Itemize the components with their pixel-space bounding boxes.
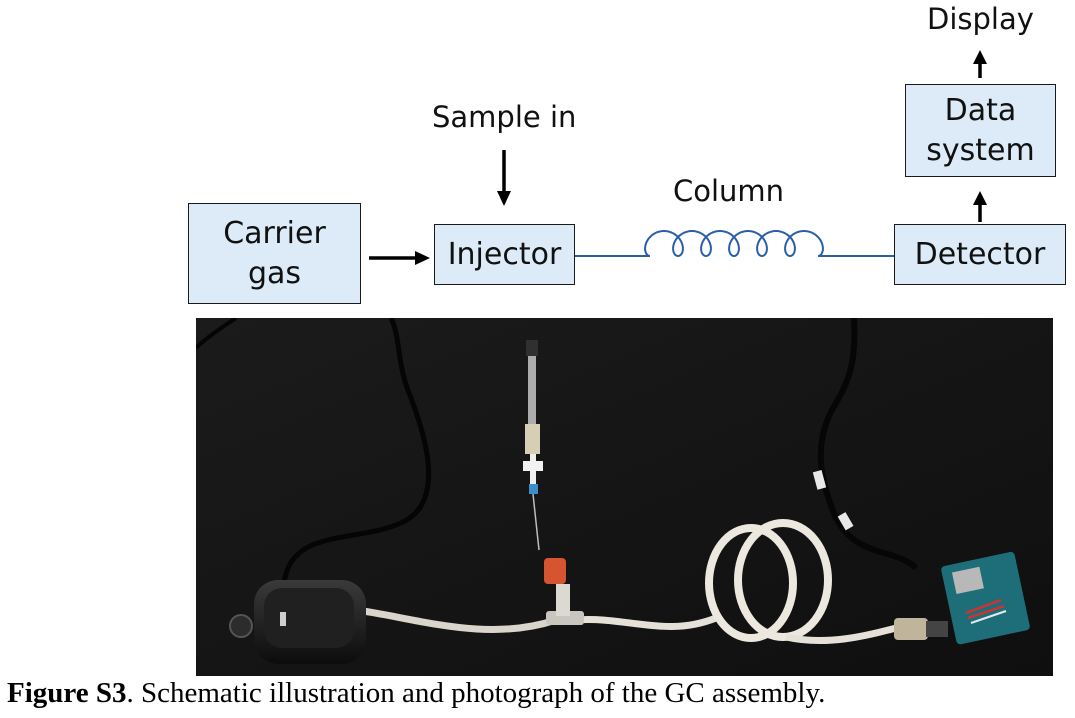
data-system-box: Data system	[905, 84, 1056, 177]
sensor-cable	[817, 318, 919, 571]
tubing-pump-to-tee	[355, 606, 558, 633]
caption-text: . Schematic illustration and photograph …	[126, 677, 826, 709]
detector-box: Detector	[894, 224, 1066, 285]
photo-illustration	[196, 318, 1053, 676]
tubing-tee-to-coil	[575, 614, 718, 631]
arrow-data-system-to-display	[973, 50, 987, 78]
cable-label-2	[837, 512, 854, 531]
arrow-carrier-to-injector	[369, 251, 430, 265]
display-label: Display	[927, 2, 1034, 36]
corner-cable	[196, 318, 238, 350]
injector-box: Injector	[434, 224, 575, 285]
cable-label-1	[812, 470, 827, 490]
carrier-gas-box: Carrier gas	[188, 203, 361, 304]
tubing-coil-to-sensor	[785, 624, 897, 645]
gc-assembly-photo	[196, 318, 1053, 676]
sample-in-label: Sample in	[432, 100, 577, 134]
figure-caption: Figure S3. Schematic illustration and ph…	[7, 677, 825, 710]
t-connector	[544, 558, 584, 625]
arrow-sample-in	[497, 150, 511, 206]
caption-figure-number: Figure S3	[7, 677, 127, 709]
pump-power-cable	[281, 318, 432, 584]
column-label: Column	[673, 174, 785, 208]
column-coil	[644, 230, 824, 257]
sensor-board	[941, 551, 1030, 645]
detector-label: Detector	[914, 236, 1046, 272]
carrier-gas-label: Carrier gas	[223, 215, 326, 291]
schematic-diagram	[369, 50, 987, 265]
arrow-detector-to-data-system	[973, 191, 987, 222]
syringe	[523, 340, 543, 551]
injector-label: Injector	[447, 236, 562, 272]
sensor-fitting	[894, 618, 948, 640]
coiled-column	[705, 519, 832, 642]
air-pump	[229, 580, 366, 664]
data-system-label: Data system	[926, 92, 1035, 168]
